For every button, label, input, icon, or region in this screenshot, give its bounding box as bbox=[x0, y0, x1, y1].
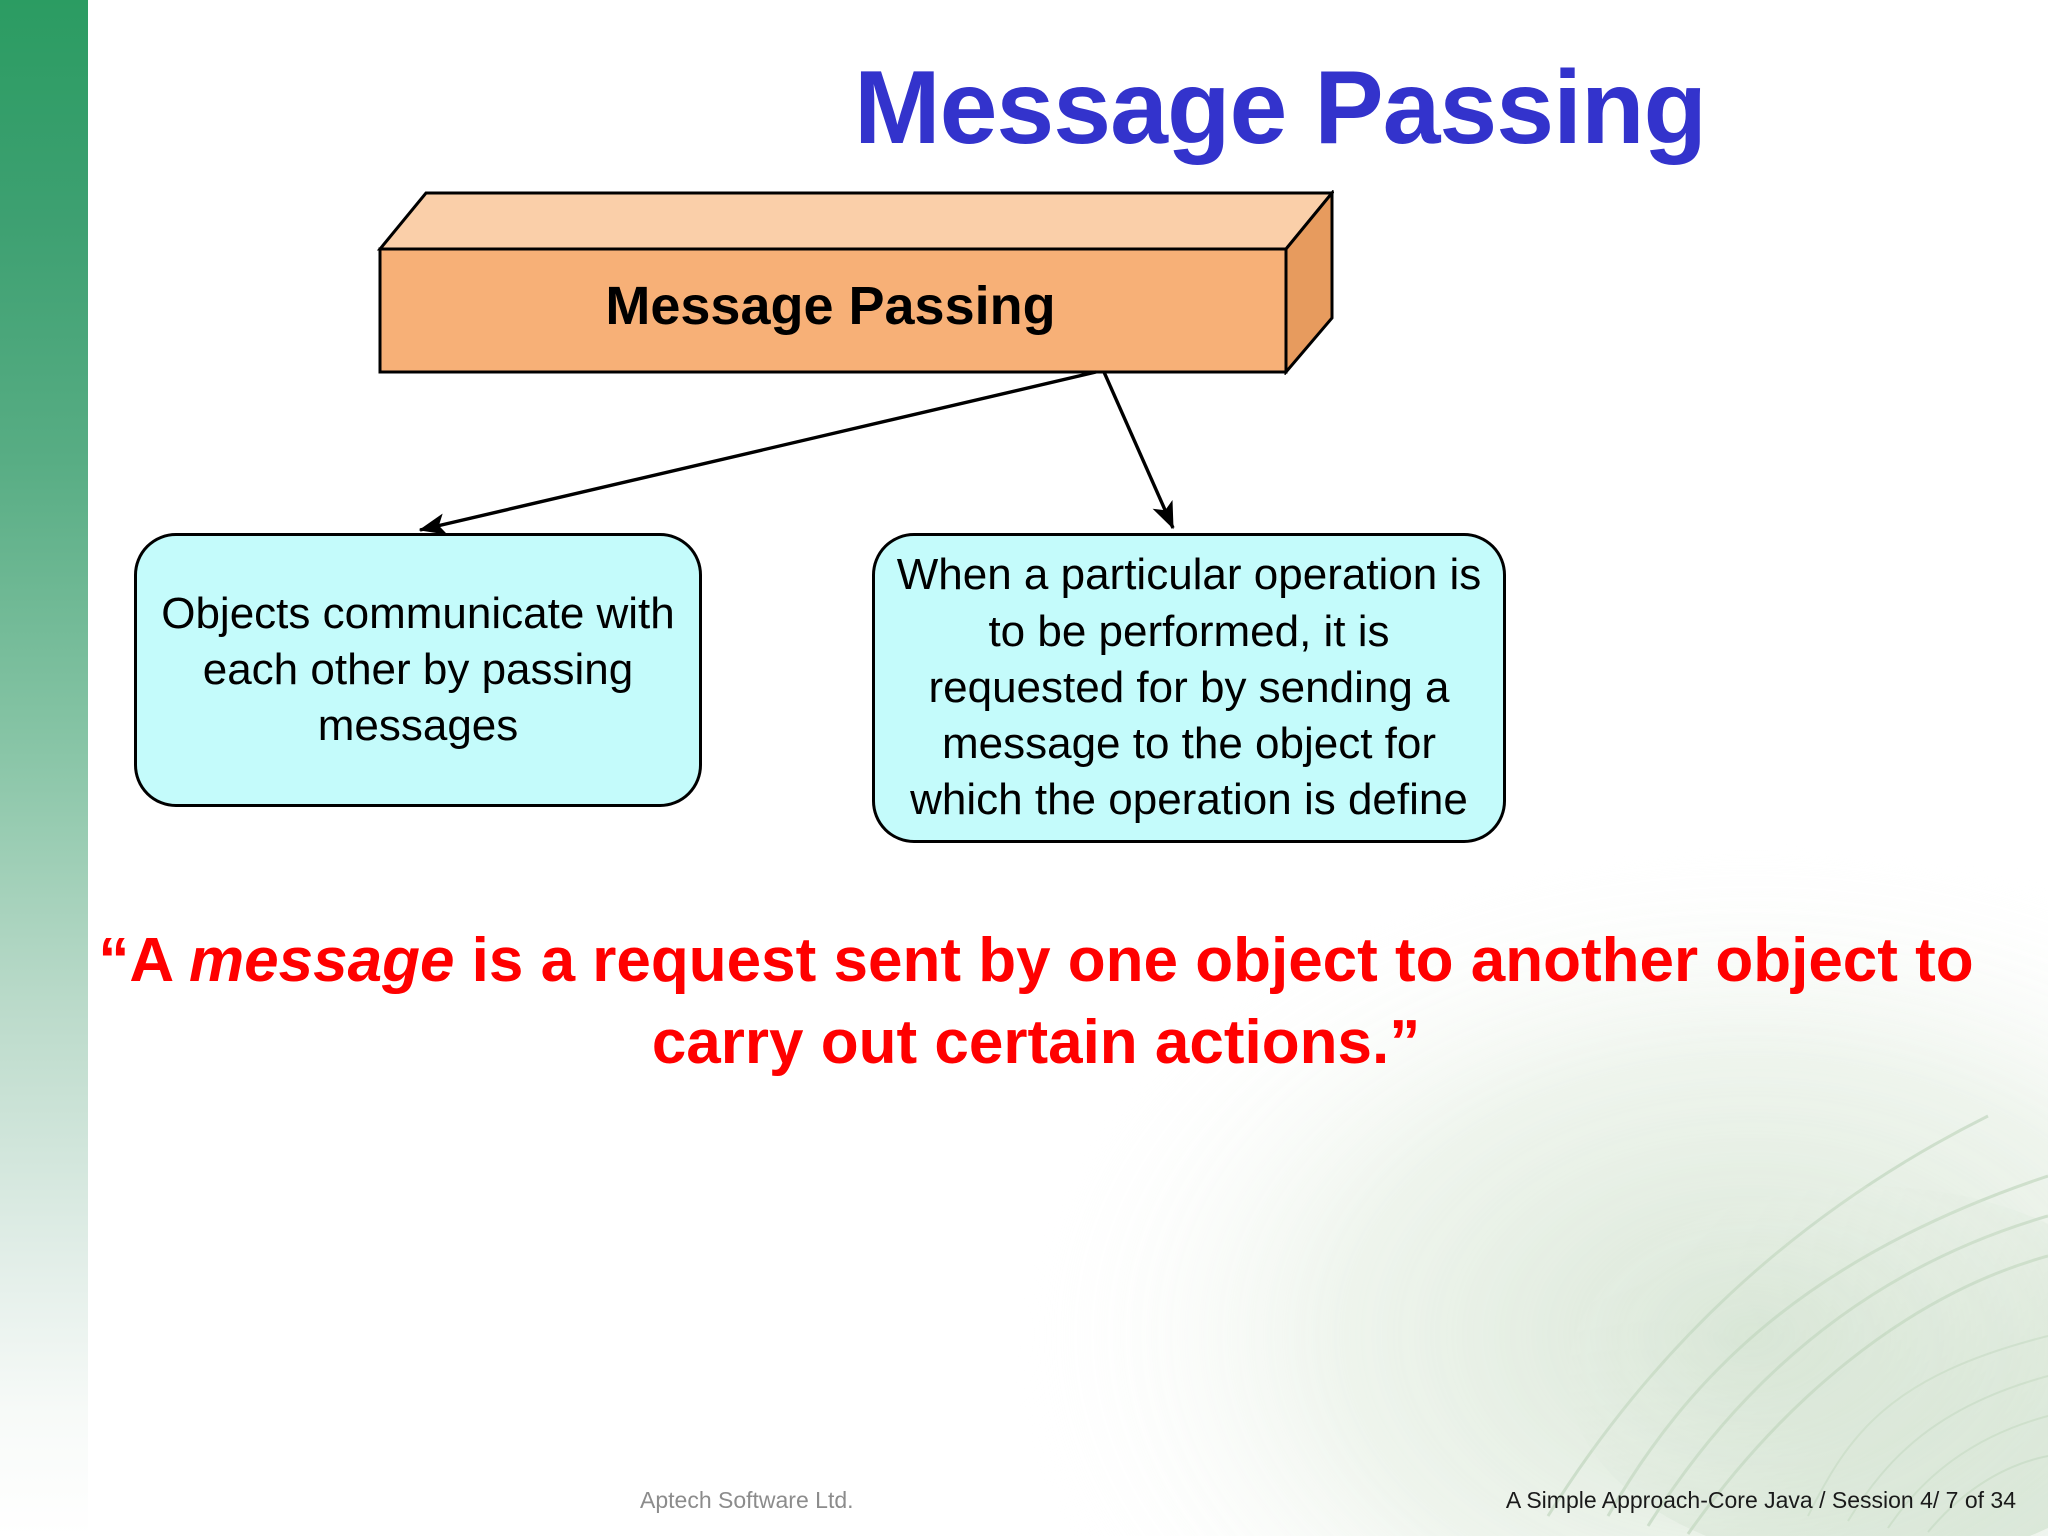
footer-course-info: A Simple Approach-Core Java / Session 4/… bbox=[1505, 1487, 2016, 1513]
arrow-line-left bbox=[418, 370, 1097, 535]
concept-box-objects-communicate: Objects communicate with each other by p… bbox=[134, 533, 702, 807]
arrow-line-right bbox=[1102, 371, 1175, 530]
concept-box-left-text: Objects communicate with each other by p… bbox=[161, 588, 675, 751]
quote-part-2: is a request sent by one object to anoth… bbox=[454, 926, 1974, 1077]
highlight-quote: “A message is a request sent by one obje… bbox=[96, 920, 1976, 1084]
footer-company: Aptech Software Ltd. bbox=[640, 1487, 854, 1513]
quote-open-mark: “ bbox=[98, 926, 130, 995]
quote-emphasis-word: message bbox=[189, 926, 455, 995]
concept-box-right-text: When a particular operation is to be per… bbox=[896, 550, 1482, 825]
page-title: Message Passing bbox=[853, 50, 1707, 166]
root-concept-box: Message Passing bbox=[374, 190, 1334, 375]
concept-box-operation-request: When a particular operation is to be per… bbox=[872, 533, 1506, 843]
quote-close-mark: ” bbox=[1389, 1007, 1421, 1077]
quote-part-1: A bbox=[129, 926, 190, 995]
root-box-3d-shape bbox=[376, 190, 1334, 375]
left-gradient-strip bbox=[0, 0, 88, 1536]
root-box-label: Message Passing bbox=[605, 276, 1056, 336]
